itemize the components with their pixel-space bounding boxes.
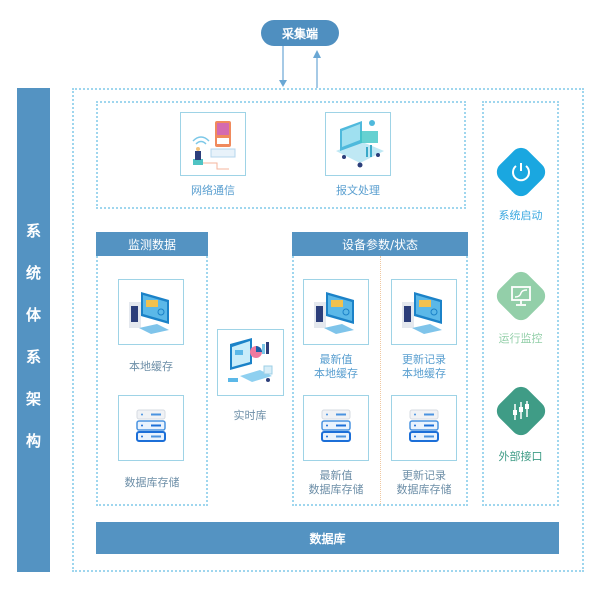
outer-container — [72, 88, 584, 572]
title-char: 统 — [25, 264, 41, 282]
realtime-db-card[interactable] — [217, 329, 284, 396]
monitor-data-panel — [96, 256, 208, 506]
monitor-icon — [511, 286, 531, 306]
system-architecture-title: 系 统 体 系 架 构 — [17, 88, 50, 572]
collector-label: 采集端 — [281, 26, 318, 41]
operation-monitor-label: 运行监控 — [498, 332, 543, 345]
label-line1: 最新值 — [319, 353, 353, 366]
database-server-icon — [409, 409, 439, 442]
label-line2: 数据库存储 — [396, 483, 452, 496]
title-char: 体 — [25, 306, 41, 324]
history-db-storage-card[interactable] — [391, 395, 457, 461]
arrow-up-head — [313, 50, 321, 58]
message-processing-icon — [336, 120, 384, 168]
power-icon — [512, 163, 530, 182]
title-char: 构 — [25, 432, 41, 450]
device-params-panel — [292, 256, 468, 506]
latest-db-storage-card[interactable] — [303, 395, 369, 461]
label-line2: 本地缓存 — [402, 367, 446, 380]
label-line2: 本地缓存 — [314, 367, 358, 380]
realtime-db-label: 实时库 — [233, 409, 267, 422]
computer-icon — [314, 292, 354, 334]
label-line1: 更新记录 — [402, 353, 446, 366]
communication-panel — [96, 101, 466, 209]
database-storage-card[interactable] — [118, 395, 184, 461]
latest-local-cache-card[interactable] — [303, 279, 369, 345]
history-local-cache-label: 更新记录 本地缓存 — [384, 353, 464, 381]
title-char: 架 — [25, 390, 41, 408]
label-line2: 数据库存储 — [308, 483, 364, 496]
computer-icon — [129, 292, 169, 334]
database-server-icon — [321, 409, 351, 442]
external-interface-button[interactable] — [492, 382, 550, 440]
device-params-header-label: 设备参数/状态 — [341, 237, 419, 252]
latest-db-storage-label: 最新值 数据库存储 — [292, 469, 380, 497]
database-storage-label: 数据库存储 — [124, 476, 180, 489]
history-db-storage-label: 更新记录 数据库存储 — [380, 469, 468, 497]
message-processing-label: 报文处理 — [336, 184, 380, 197]
history-local-cache-card[interactable] — [391, 279, 457, 345]
collector-arrows — [279, 46, 321, 88]
arrow-down-head — [279, 80, 287, 87]
network-communication-label: 网络通信 — [191, 184, 235, 197]
monitor-data-header: 监测数据 — [96, 232, 208, 256]
label-line1: 最新值 — [319, 469, 353, 482]
computer-icon — [402, 292, 442, 334]
latest-local-cache-label: 最新值 本地缓存 — [296, 353, 376, 381]
network-communication-icon — [192, 121, 236, 170]
database-server-icon — [136, 409, 166, 442]
title-char: 系 — [25, 222, 41, 240]
collector-node[interactable]: 采集端 — [261, 20, 339, 46]
system-functions-panel — [482, 101, 559, 506]
database-bar-label: 数据库 — [309, 531, 346, 546]
message-processing-card[interactable] — [325, 112, 391, 176]
local-cache-label: 本地缓存 — [129, 360, 173, 373]
database-bar[interactable]: 数据库 — [96, 522, 559, 554]
device-panel-divider — [380, 256, 381, 504]
realtime-dashboard-icon — [228, 338, 273, 382]
network-communication-card[interactable] — [180, 112, 246, 176]
label-line1: 更新记录 — [402, 469, 446, 482]
local-cache-card[interactable] — [118, 279, 184, 345]
system-startup-button[interactable] — [492, 143, 550, 201]
operation-monitor-button[interactable] — [492, 267, 550, 325]
device-params-header: 设备参数/状态 — [292, 232, 468, 256]
system-startup-label: 系统启动 — [498, 209, 543, 222]
external-interface-label: 外部接口 — [498, 450, 543, 463]
title-char: 系 — [25, 348, 41, 366]
monitor-data-header-label: 监测数据 — [127, 237, 176, 252]
sliders-icon — [513, 401, 529, 420]
